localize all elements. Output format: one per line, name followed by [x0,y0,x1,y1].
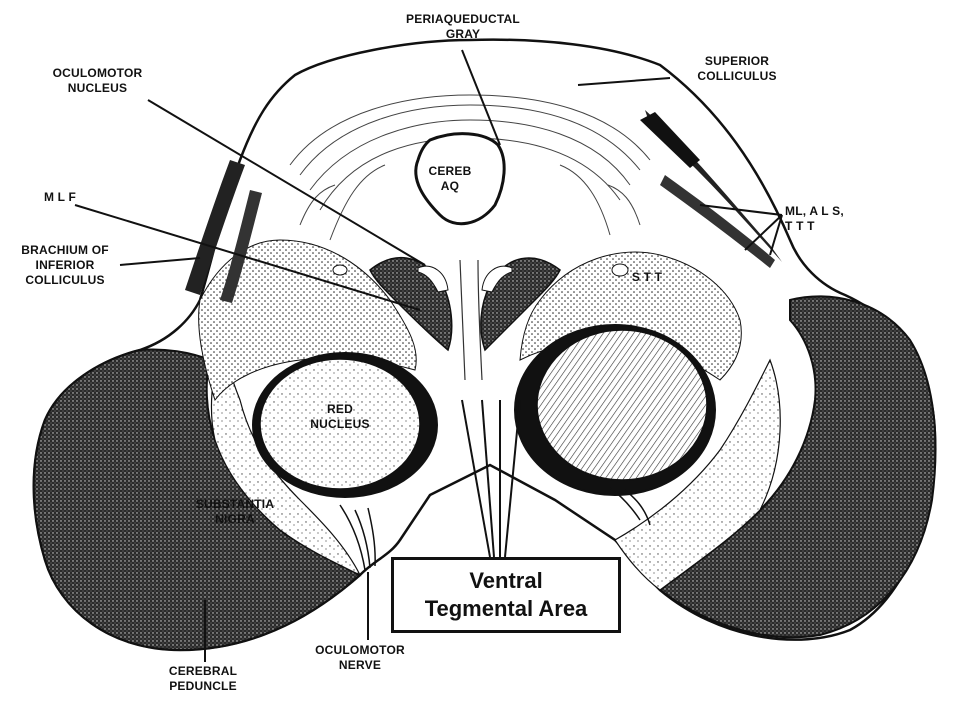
label-ml-als-ttt: ML, A L S, T T T [785,204,885,234]
label-mlf: M L F [30,190,90,205]
label-brachium-inferior-colliculus: BRACHIUM OF INFERIOR COLLICULUS [6,243,124,288]
label-red-nucleus: RED NUCLEUS [295,402,385,432]
label-oculomotor-nerve: OCULOMOTOR NERVE [300,643,420,673]
label-cereb-aq: CEREB AQ [420,164,480,194]
label-cerebral-peduncle: CEREBRAL PEDUNCLE [148,664,258,694]
label-superior-colliculus: SUPERIOR COLLICULUS [672,54,802,84]
label-stt: S T T [622,270,672,285]
label-substantia-nigra: SUBSTANTIA NIGRA [180,497,290,527]
ventral-tegmental-area-callout: Ventral Tegmental Area [391,557,621,633]
label-periaqueductal-gray: PERIAQUEDUCTAL GRAY [398,12,528,42]
label-oculomotor-nucleus: OCULOMOTOR NUCLEUS [35,66,160,96]
brachium-leader [120,258,200,265]
